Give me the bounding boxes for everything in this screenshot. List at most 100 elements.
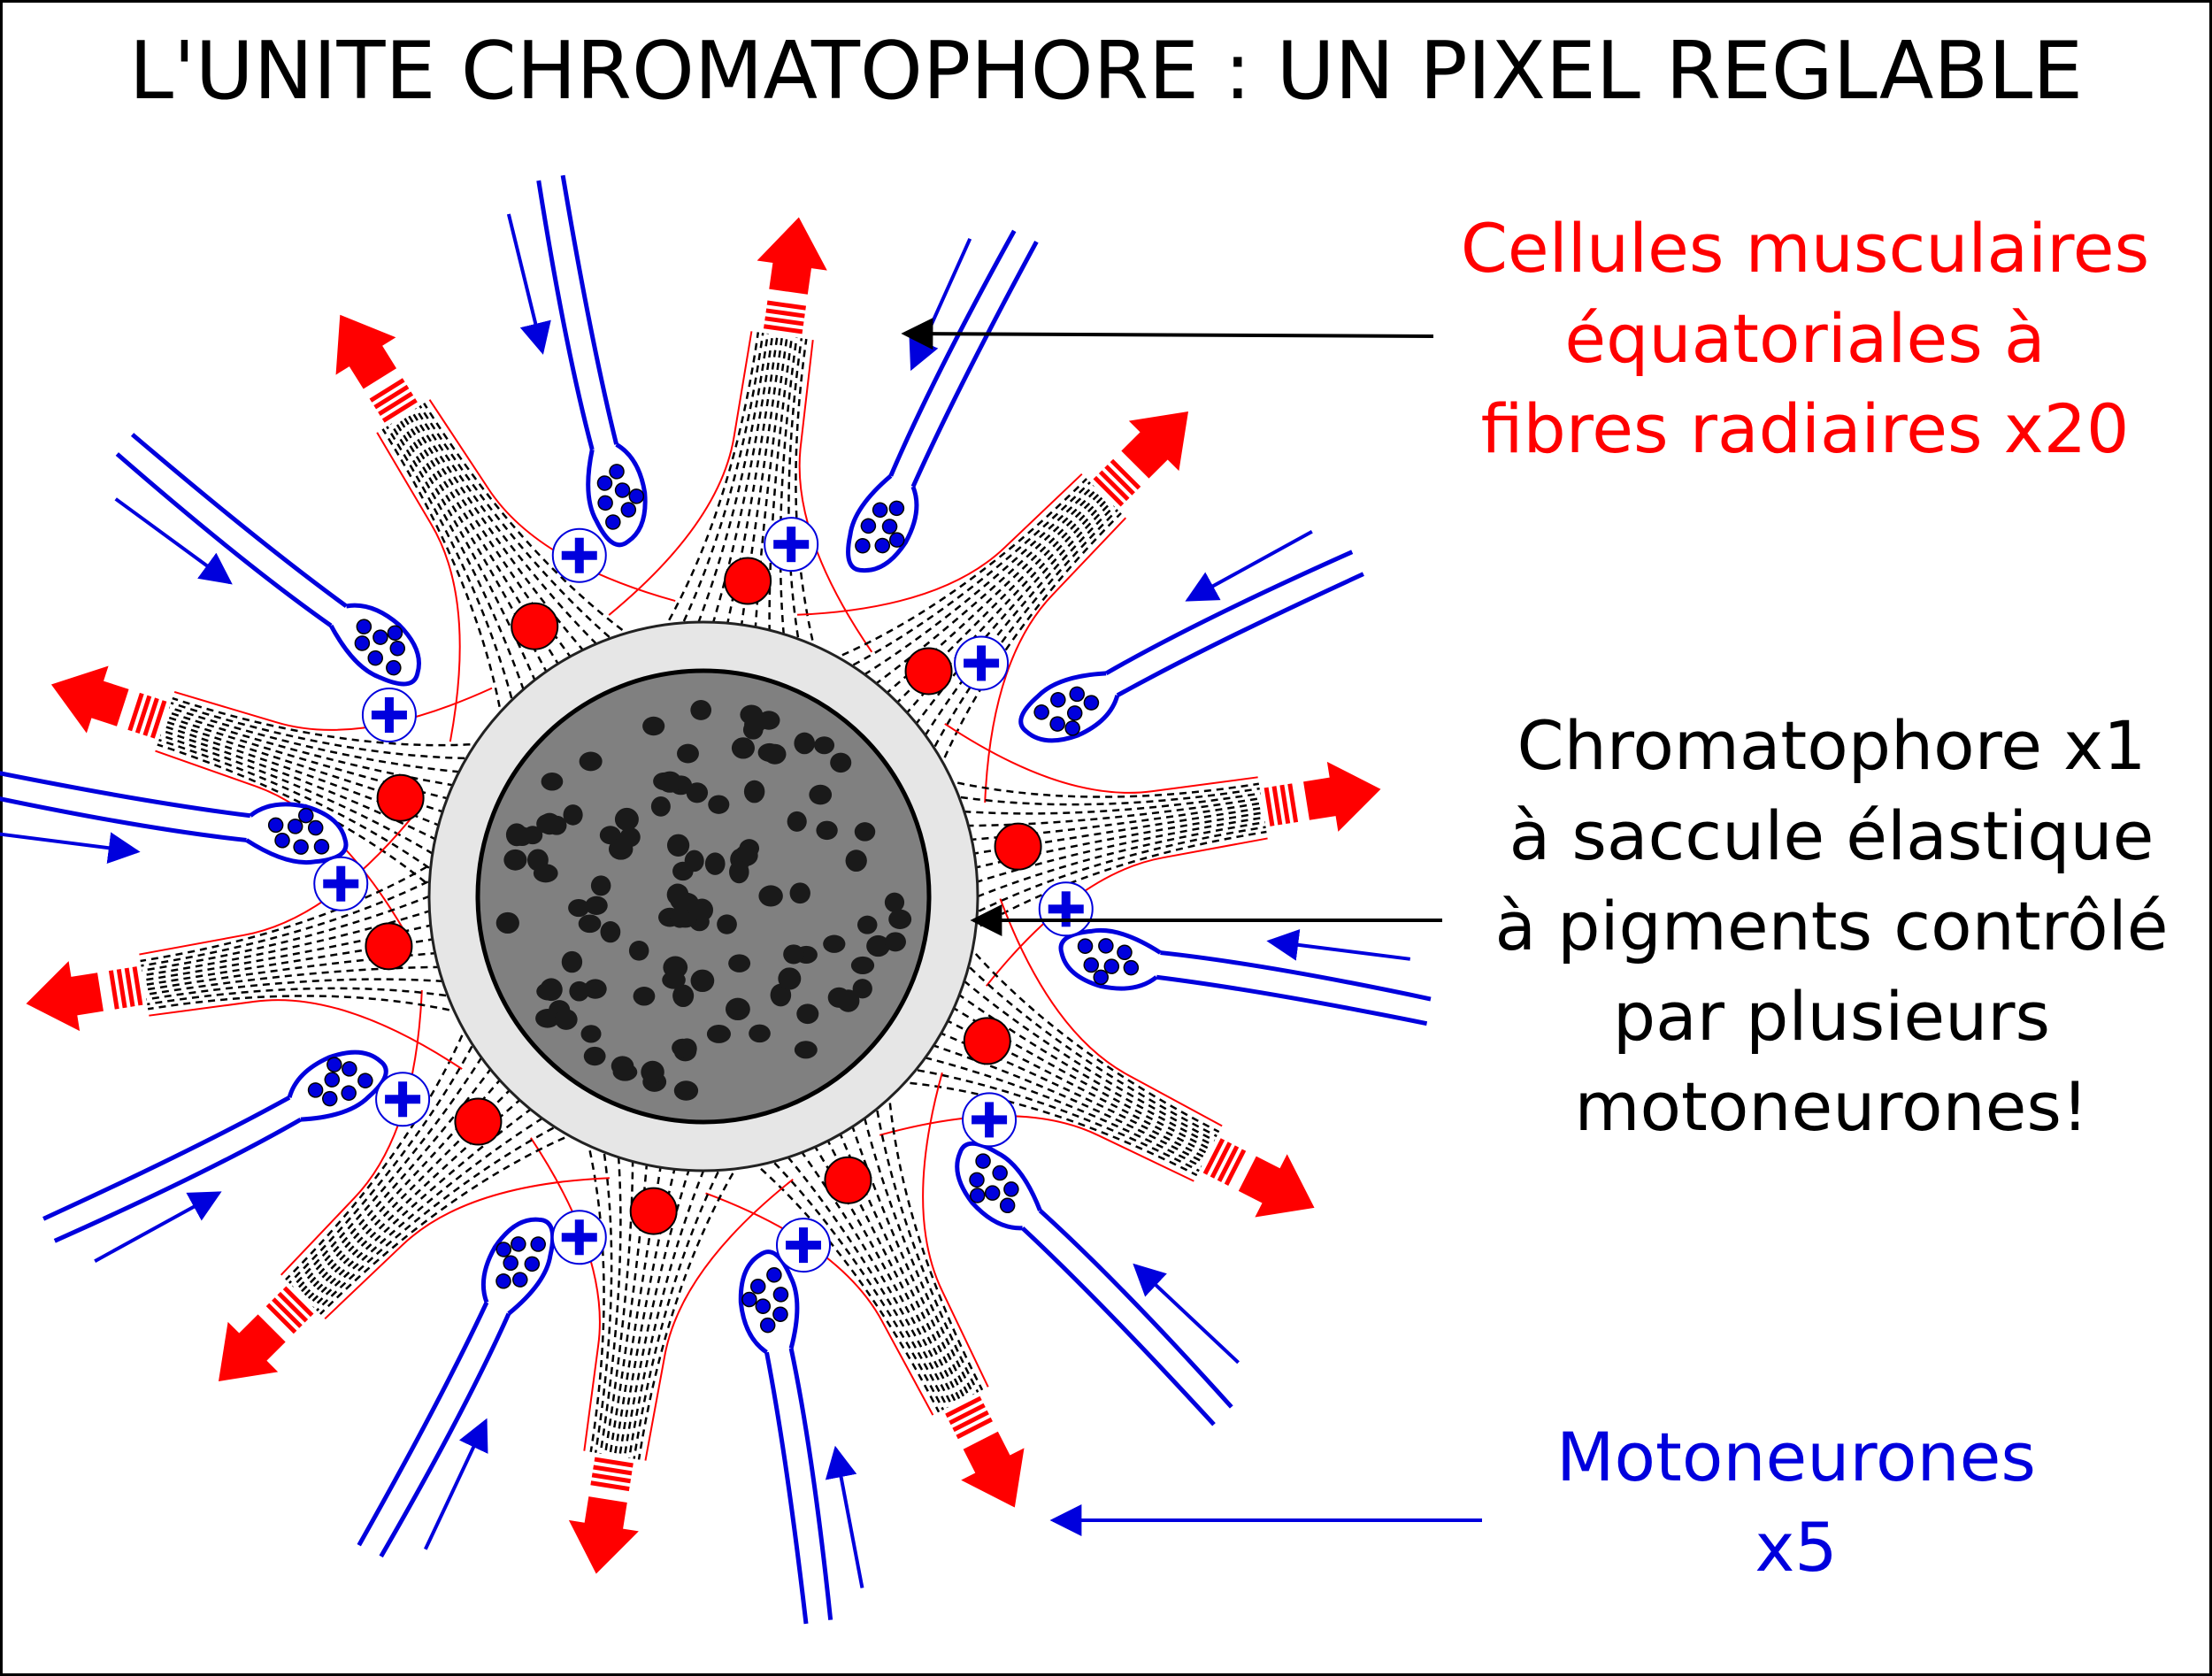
pigment-granule <box>888 909 912 929</box>
muscle-striation <box>1210 1142 1233 1179</box>
muscle-striation <box>1271 786 1283 826</box>
synaptic-vesicle <box>1003 1181 1019 1197</box>
plus-icon <box>954 635 1010 691</box>
pigment-granule <box>686 782 709 803</box>
muscle-nucleus <box>629 1187 678 1235</box>
muscle-fibre <box>147 995 486 1020</box>
pigment-granule <box>535 1009 560 1028</box>
label-chromatophore: Chromatophore x1 à saccule élastique à p… <box>1425 701 2212 1152</box>
plus-bar <box>787 527 796 563</box>
motoneuron-7 <box>738 1249 864 1625</box>
muscle-fibre <box>732 1143 941 1413</box>
pigment-granule <box>555 1009 578 1030</box>
muscle-fibre <box>942 940 1217 1138</box>
motoneuron-1 <box>114 433 421 687</box>
muscle-fibre <box>613 1127 668 1457</box>
synaptic-vesicle <box>999 1197 1016 1214</box>
muscle-fibre <box>929 512 1122 793</box>
muscle-striation <box>945 1395 982 1418</box>
synaptic-vesicle <box>874 537 891 554</box>
pigment-granules <box>495 699 912 1101</box>
synaptic-vesicle <box>614 482 631 498</box>
pigment-granule <box>600 921 621 943</box>
label-chroma-line-3: à pigments contrôlé <box>1494 887 2169 965</box>
synaptic-vesicle <box>766 1267 782 1283</box>
label-muscle-line-3: fibres radiaires x20 <box>1480 389 2130 468</box>
synaptic-vesicle <box>975 1153 991 1169</box>
synaptic-vesicle <box>609 464 625 480</box>
synaptic-vesicle <box>1064 720 1080 736</box>
pigment-granule <box>642 716 665 736</box>
arrow-icon <box>335 314 397 389</box>
muscle-fibre <box>917 509 1118 780</box>
synaptic-vesicle <box>511 1236 526 1252</box>
pigment-granule <box>789 882 810 904</box>
pigment-granule <box>729 860 749 884</box>
pigment-granule <box>538 812 561 835</box>
axon <box>1020 1226 1216 1426</box>
muscle-striation <box>373 384 410 410</box>
page-title: L'UNITE CHROMATOPHORE : UN PIXEL REGLABL… <box>128 25 2084 118</box>
signal-arrow <box>506 213 551 355</box>
axon <box>379 1312 511 1558</box>
muscle-fibre <box>807 478 1087 671</box>
pigment-granule <box>633 987 656 1006</box>
synaptic-vesicle <box>1083 957 1100 973</box>
pigment-granule <box>690 969 715 993</box>
muscle-fibre <box>795 338 824 677</box>
synaptic-vesicle <box>597 495 613 511</box>
muscle-fibre <box>158 738 460 891</box>
muscle-fibre <box>618 1130 686 1457</box>
synaptic-vesicle <box>326 1057 342 1072</box>
pigment-granule <box>540 978 563 1002</box>
muscle-striation <box>1217 1145 1240 1182</box>
vesicle-icon <box>1018 671 1120 743</box>
axon <box>357 1301 489 1547</box>
synaptic-vesicle <box>341 1085 357 1101</box>
pigment-granule <box>585 896 608 915</box>
pigment-granule <box>583 979 607 999</box>
muscle-striation <box>766 300 807 311</box>
arrow-icon <box>1121 411 1189 479</box>
muscle-fibre <box>934 806 1263 861</box>
muscle-fibre <box>423 403 654 653</box>
signal-arrow <box>114 497 233 585</box>
pigment-granule <box>657 771 682 793</box>
pigment-granule <box>794 732 816 755</box>
motoneuron-5 <box>1058 928 1432 1026</box>
pigment-granule <box>650 796 671 817</box>
signal-arrow <box>909 238 972 372</box>
label-moto-line-1: Motoneurones <box>1555 1418 2037 1496</box>
label-moto-line-2: x5 <box>1755 1508 1838 1587</box>
synaptic-vesicle <box>872 502 888 519</box>
muscle-striation <box>763 324 803 334</box>
muscle-striation <box>1202 1138 1225 1175</box>
synaptic-vesicle <box>1033 704 1049 720</box>
pigment-granule <box>662 971 686 989</box>
muscle-striation <box>952 1410 989 1433</box>
muscle-fibre <box>386 426 522 735</box>
axon <box>536 180 595 450</box>
arrow-icon <box>218 1314 286 1382</box>
pigment-granule <box>505 823 527 847</box>
muscle-fibre <box>142 914 470 981</box>
plus-bar <box>985 1102 995 1138</box>
synaptic-vesicle <box>1103 958 1120 974</box>
plus-icon <box>1038 881 1094 937</box>
synaptic-vesicle <box>759 1317 776 1334</box>
pigment-granule <box>740 704 764 725</box>
synaptic-vesicle <box>307 819 324 836</box>
muscle-fibre <box>948 830 1267 947</box>
pigment-granule <box>578 914 602 934</box>
muscle-fibre <box>840 1088 971 1397</box>
muscle-fibre <box>637 1141 754 1460</box>
chromatophore-group <box>427 620 979 1172</box>
signal-arrow <box>825 1445 864 1588</box>
muscle-striation <box>116 968 127 1009</box>
synaptic-vesicle <box>298 807 314 824</box>
motoneuron-6 <box>955 1141 1240 1426</box>
muscle-striation <box>1110 458 1141 490</box>
plus-icon <box>962 1092 1018 1148</box>
synaptic-vesicle <box>274 833 290 849</box>
